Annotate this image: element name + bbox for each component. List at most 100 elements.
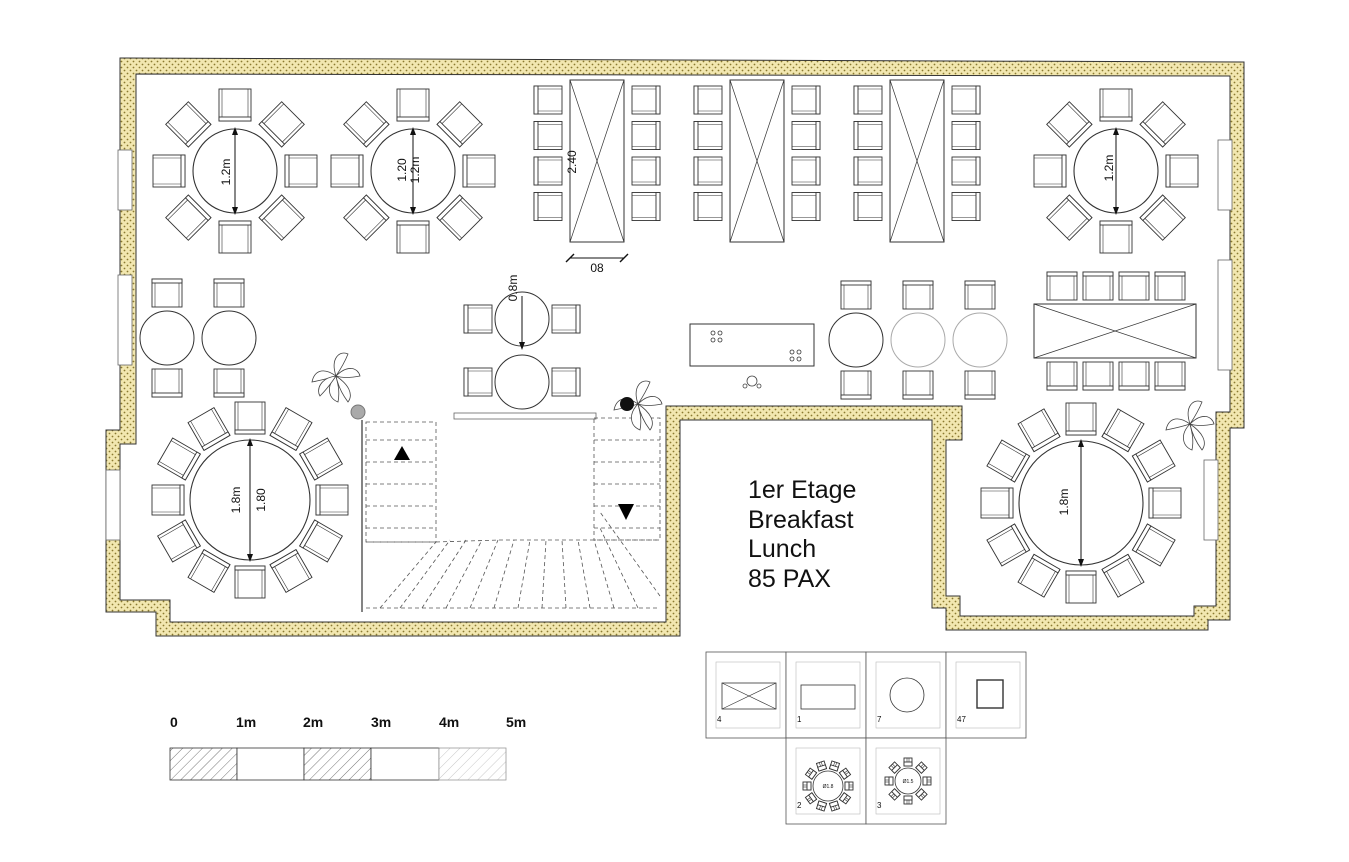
chair [791, 156, 821, 186]
round-table-small-3 [1033, 88, 1199, 254]
legend-chair [815, 760, 828, 772]
round-table-small-2 [330, 88, 496, 254]
legend-round-table: 7 [865, 651, 947, 739]
chair [986, 523, 1031, 567]
scale-label-4: 4m [439, 714, 459, 730]
chair [840, 370, 872, 400]
dim-round-large-1a: 1.8m [229, 487, 243, 514]
chair [533, 156, 563, 186]
chair [1017, 408, 1061, 453]
plan-title: 1er Etage Breakfast Lunch 85 PAX [748, 476, 856, 593]
legend-chair [838, 792, 852, 805]
legend-chair [884, 776, 894, 786]
chair [853, 85, 883, 115]
round-table-duo-4 [890, 280, 946, 400]
chair [396, 220, 430, 254]
scale-label-0: 0 [170, 714, 178, 730]
title-pax: 85 PAX [748, 565, 831, 593]
chair [1046, 101, 1093, 148]
chair [157, 519, 201, 563]
scale-label-1: 1m [236, 714, 256, 730]
chair [1139, 194, 1186, 241]
dim-round-small-2b: 1.2m [408, 157, 422, 184]
chair [1099, 220, 1133, 254]
banquet-table-3 [853, 79, 981, 243]
legend-large-round-set: Ø1.8 2 [785, 737, 867, 825]
chair [951, 85, 981, 115]
legend-count-large-round-set: 2 [797, 801, 802, 810]
chair [315, 484, 349, 516]
chair [343, 101, 390, 148]
scale-label-3: 3m [371, 714, 391, 730]
chair [964, 280, 996, 310]
round-table-top [494, 354, 550, 410]
stair-steps-bottom [366, 511, 661, 609]
plant-icon [1165, 400, 1215, 451]
plant-icon [311, 352, 361, 403]
chair [1131, 523, 1176, 567]
chair [269, 549, 313, 593]
chair [234, 565, 266, 599]
chair [299, 437, 343, 481]
chair [1065, 402, 1097, 436]
chair [840, 280, 872, 310]
chair [1033, 154, 1067, 188]
legend-chair [888, 788, 901, 801]
chair [1101, 408, 1145, 453]
chair [791, 85, 821, 115]
legend-chair [828, 760, 841, 772]
chair [436, 101, 483, 148]
legend-rect-table-x: 4 [705, 651, 787, 739]
legend-mini-large-set [802, 760, 854, 812]
chair [631, 156, 661, 186]
chair [1046, 361, 1078, 391]
dim-round-large-2: 1.8m [1057, 489, 1071, 516]
chair [1154, 361, 1186, 391]
legend-small-round-set: Ø1.5 3 [865, 737, 947, 825]
chair [693, 192, 723, 221]
legend-chair [804, 767, 818, 780]
service-counter [689, 323, 815, 389]
chair [902, 370, 934, 400]
legend-rect-table: 1 [785, 651, 867, 739]
furniture-layer [139, 79, 1199, 604]
chair [269, 407, 313, 451]
chair [791, 121, 821, 150]
legend-count-rect-table-x: 4 [717, 715, 722, 724]
chair [213, 368, 245, 398]
chair [693, 121, 723, 150]
legend-mini-small-set [884, 757, 932, 805]
chair [151, 484, 185, 516]
chair [330, 154, 364, 188]
chair [299, 519, 343, 563]
arrow-up-icon [394, 446, 410, 460]
chair [165, 194, 212, 241]
chair [463, 304, 493, 334]
chair [463, 367, 493, 397]
legend-chair [903, 757, 913, 767]
chair [1017, 553, 1061, 598]
chair [152, 154, 186, 188]
legend-count-chair: 47 [957, 715, 966, 724]
banquet-table-2 [693, 79, 821, 243]
legend-chair [922, 776, 932, 786]
round-table-large-1 [151, 401, 349, 599]
chair [1099, 88, 1133, 122]
chair [1165, 154, 1199, 188]
legend-count-round-table: 7 [877, 715, 882, 724]
scale-label-5: 5m [506, 714, 526, 730]
chair [462, 154, 496, 188]
round-table-center [463, 291, 581, 410]
bar-stool [742, 375, 762, 389]
chair [551, 367, 581, 397]
round-table-duo-1 [139, 278, 195, 398]
furniture-legend: 4 1 7 47 Ø1.8 2 [705, 651, 1027, 825]
chair [1118, 271, 1150, 301]
chair [986, 439, 1031, 483]
legend-chair [815, 800, 828, 812]
chair [631, 85, 661, 115]
round-table-top [201, 310, 257, 366]
chair [533, 121, 563, 150]
chair [187, 407, 231, 451]
chair [964, 370, 996, 400]
